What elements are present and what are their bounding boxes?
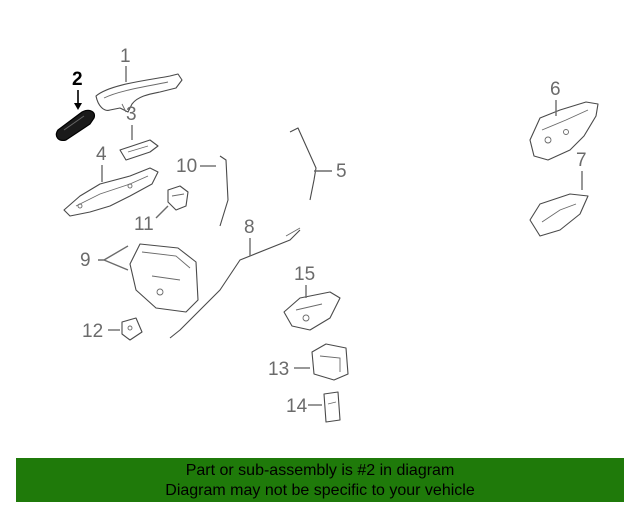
banner-line-2: Diagram may not be specific to your vehi… (165, 482, 475, 499)
callout-7: 7 (576, 150, 587, 171)
arrow-2-icon (74, 103, 82, 110)
part-4-handle-frame (63, 167, 159, 217)
callout-15: 15 (294, 264, 315, 285)
callout-4: 4 (96, 144, 107, 165)
callout-5: 5 (336, 161, 347, 182)
part-9-lock-actuator (129, 243, 199, 313)
part-11-clip (167, 185, 189, 211)
part-7-bezel (529, 193, 589, 237)
callout-10: 10 (176, 156, 197, 177)
part-15-latch (283, 291, 341, 331)
part-8-cable (169, 227, 301, 339)
part-5-rod (289, 127, 317, 201)
part-13-striker (311, 343, 349, 381)
callout-11: 11 (134, 214, 154, 235)
part-6-inside-handle (529, 101, 599, 161)
banner-line-1: Part or sub-assembly is #2 in diagram (185, 462, 455, 479)
callout-3: 3 (126, 104, 137, 125)
part-14-shim (323, 391, 341, 423)
part-2-handle-pad[interactable] (55, 109, 95, 141)
callout-14: 14 (286, 396, 308, 417)
callout-9: 9 (80, 250, 91, 271)
callout-13: 13 (268, 359, 289, 380)
leader-9 (98, 245, 129, 271)
part-10-link-rod (219, 155, 229, 227)
part-1-outside-handle (95, 73, 183, 113)
callout-6: 6 (550, 79, 561, 100)
parts-diagram: 1 2 3 4 5 6 7 8 (55, 46, 599, 423)
callout-1: 1 (120, 46, 131, 67)
callout-2: 2 (72, 69, 83, 90)
callout-8: 8 (244, 217, 255, 238)
leader-11 (155, 205, 169, 219)
callout-12: 12 (82, 321, 103, 342)
part-3-bracket (119, 139, 159, 161)
part-info-banner: Part or sub-assembly is #2 in diagram Di… (16, 458, 624, 502)
part-12-plate (121, 317, 143, 341)
